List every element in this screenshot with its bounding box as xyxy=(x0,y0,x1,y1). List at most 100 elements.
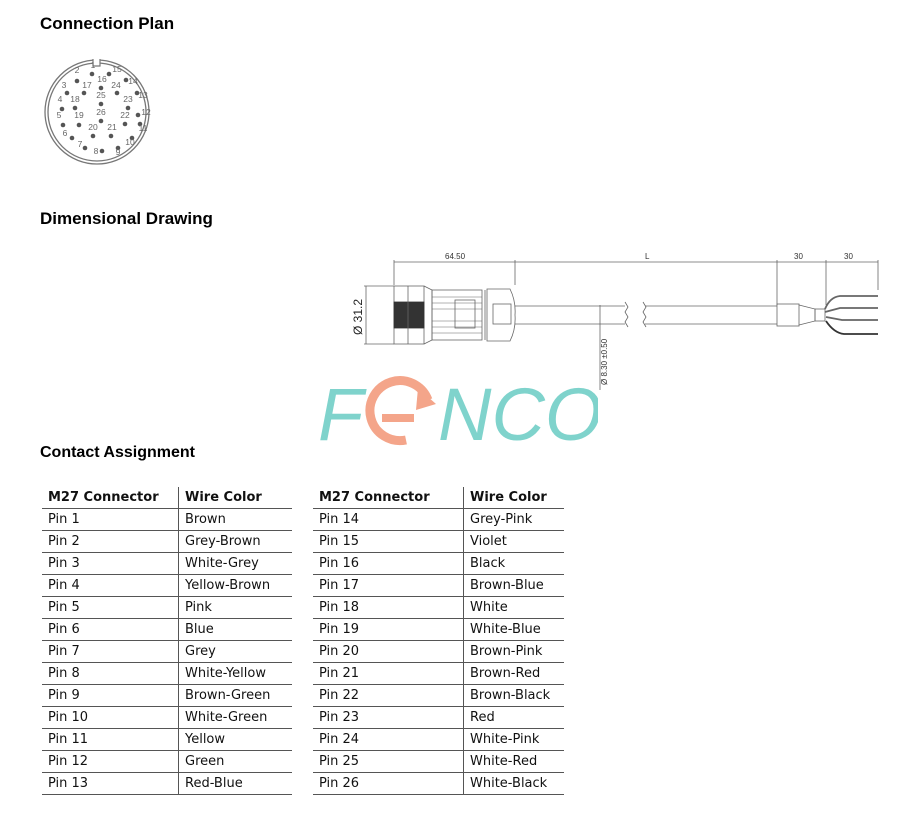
wire-color-cell: Red xyxy=(463,706,564,729)
pin-cell: Pin 14 xyxy=(313,508,464,531)
wire-color-cell: Grey xyxy=(178,640,292,663)
pin-contact xyxy=(99,148,105,154)
pin-cell: Pin 11 xyxy=(42,728,179,751)
pin-contact xyxy=(134,90,140,96)
pin-cell: Pin 4 xyxy=(42,574,179,597)
pin-label: 21 xyxy=(107,122,117,132)
wire-color-cell: White xyxy=(463,596,564,619)
pin-cell: Pin 2 xyxy=(42,530,179,553)
wire-color-cell: Brown-Black xyxy=(463,684,564,707)
pin-contact xyxy=(108,133,114,139)
wire-color-cell: Blue xyxy=(178,618,292,641)
pin-contact xyxy=(114,90,120,96)
pin-contact xyxy=(60,122,66,128)
column-header-wire-color: Wire Color xyxy=(463,487,564,509)
pin-cell: Pin 13 xyxy=(42,772,179,795)
pin-contact xyxy=(74,78,80,84)
pin-contact xyxy=(90,133,96,139)
pin-cell: Pin 18 xyxy=(313,596,464,619)
pin-cell: Pin 5 xyxy=(42,596,179,619)
pin-cell: Pin 7 xyxy=(42,640,179,663)
dim-connector-length: 64.50 xyxy=(445,252,466,261)
pin-contact xyxy=(82,145,88,151)
pin-cell: Pin 9 xyxy=(42,684,179,707)
pin-contact xyxy=(76,122,82,128)
pin-contact xyxy=(69,135,75,141)
wire-color-cell: Brown-Red xyxy=(463,662,564,685)
pin-contact xyxy=(98,118,104,124)
wire-color-cell: Pink xyxy=(178,596,292,619)
fenco-logo-graphic: F NCO xyxy=(318,373,602,456)
pin-label: 17 xyxy=(82,80,92,90)
pin-label: 19 xyxy=(74,110,84,120)
dim-cable-length: L xyxy=(645,252,650,261)
pin-label: 26 xyxy=(96,107,106,117)
pin-cell: Pin 25 xyxy=(313,750,464,773)
dimensional-drawing: 64.50 L 30 30 Ø 31.2 Ø 8.30 ±0.50 xyxy=(351,252,879,390)
pin-contact xyxy=(81,90,87,96)
wire-color-cell: Brown-Pink xyxy=(463,640,564,663)
pin-cell: Pin 6 xyxy=(42,618,179,641)
pin-contact xyxy=(89,71,95,77)
pin-contact xyxy=(59,106,65,112)
pin-contact xyxy=(72,105,78,111)
wire-color-cell: White-Blue xyxy=(463,618,564,641)
wire-color-cell: Brown-Blue xyxy=(463,574,564,597)
pin-label: 22 xyxy=(120,110,130,120)
wire-color-cell: Violet xyxy=(463,530,564,553)
pin-cell: Pin 12 xyxy=(42,750,179,773)
pin-label: 7 xyxy=(78,139,83,149)
pin-label: 5 xyxy=(57,110,62,120)
pin-cell: Pin 21 xyxy=(313,662,464,685)
wire-color-cell: Grey-Pink xyxy=(463,508,564,531)
pin-label: 25 xyxy=(96,90,106,100)
pin-label: 9 xyxy=(116,147,121,157)
wire-color-cell: White-Black xyxy=(463,772,564,795)
wire-color-cell: Red-Blue xyxy=(178,772,292,795)
column-header-connector: M27 Connector xyxy=(313,487,464,509)
pin-cell: Pin 15 xyxy=(313,530,464,553)
dim-strip-1: 30 xyxy=(794,252,803,261)
wire-color-cell: Black xyxy=(463,552,564,575)
pin-contact xyxy=(125,105,131,111)
column-header-wire-color: Wire Color xyxy=(178,487,292,509)
pin-label: 2 xyxy=(75,65,80,75)
pin-cell: Pin 1 xyxy=(42,508,179,531)
pin-cell: Pin 20 xyxy=(313,640,464,663)
pin-label: 23 xyxy=(123,94,133,104)
pin-contact xyxy=(122,121,128,127)
contact-assignment-heading: Contact Assignment xyxy=(40,444,195,461)
wire-color-cell: Brown xyxy=(178,508,292,531)
wire-color-cell: Yellow xyxy=(178,728,292,751)
pin-contact xyxy=(129,135,135,141)
pin-contact xyxy=(123,77,129,83)
wire-color-cell: White-Pink xyxy=(463,728,564,751)
pin-label: 24 xyxy=(111,80,121,90)
pin-label: 4 xyxy=(58,94,63,104)
wire-color-cell: Green xyxy=(178,750,292,773)
table-header-row: M27 Connector Wire Color xyxy=(313,487,564,509)
pin-contact xyxy=(64,90,70,96)
table-header-row: M27 Connector Wire Color xyxy=(42,487,292,509)
pin-cell: Pin 19 xyxy=(313,618,464,641)
pin-cell: Pin 26 xyxy=(313,772,464,795)
wire-color-cell: Grey-Brown xyxy=(178,530,292,553)
svg-text:F: F xyxy=(318,373,367,450)
dimensional-drawing-heading: Dimensional Drawing xyxy=(40,209,213,228)
pin-label: 13 xyxy=(138,90,148,100)
